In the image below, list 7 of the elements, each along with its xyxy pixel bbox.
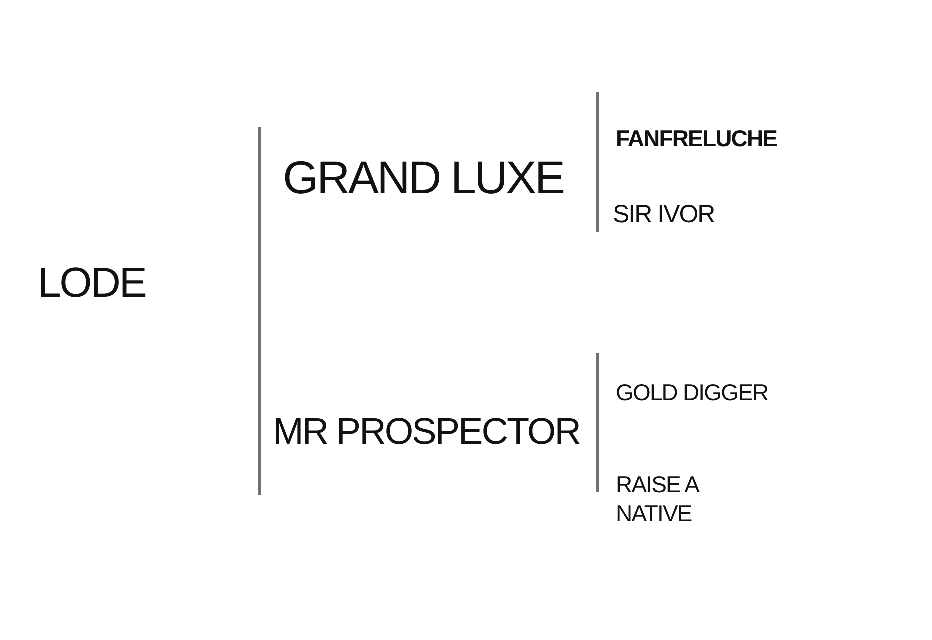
horse-name: FANFRELUCHE — [616, 124, 778, 154]
horse-name: GOLD DIGGER — [616, 378, 768, 408]
horse-name: GRAND LUXE — [283, 150, 564, 206]
horse-name: RAISE A NATIVE — [616, 470, 700, 528]
horse-name: LODE — [38, 258, 146, 308]
horse-name: SIR IVOR — [613, 199, 715, 230]
horse-name: MR PROSPECTOR — [273, 410, 580, 454]
